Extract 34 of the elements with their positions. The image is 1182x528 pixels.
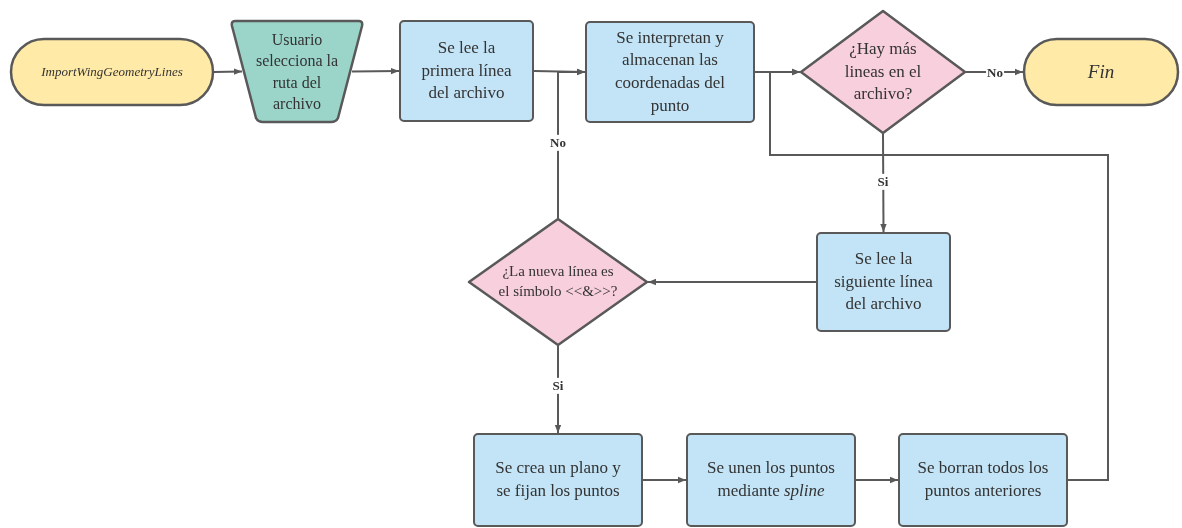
arrow xyxy=(351,67,400,75)
arrow xyxy=(855,476,899,484)
terminal-shape xyxy=(1023,38,1179,106)
arrow xyxy=(557,68,586,219)
process-box xyxy=(585,21,755,123)
decision-diamond xyxy=(468,218,648,346)
node-text: Se lee la primera línea del archivo xyxy=(420,37,513,105)
arrow xyxy=(769,68,1109,481)
node-text: Se borran todos los puntos anteriores xyxy=(916,457,1050,502)
process-box xyxy=(898,433,1068,527)
node-text: Se unen los puntos mediante spline xyxy=(706,457,836,502)
edge-label: No xyxy=(549,134,567,152)
node-text: Usuario selecciona la ruta del archivo xyxy=(254,29,340,114)
node-text: Se lee la siguiente línea del archivo xyxy=(833,248,934,316)
arrow xyxy=(880,133,887,233)
edge-label: Si xyxy=(876,173,890,191)
process-box xyxy=(473,433,643,527)
node-text: ¿La nueva línea es el símbolo <<&>>? xyxy=(498,262,618,301)
node-text: ImportWingGeometryLines xyxy=(41,63,183,81)
node-text: Se interpretan y almacenan las coordenadas del punto xyxy=(614,26,726,117)
arrow xyxy=(554,345,562,434)
arrow xyxy=(642,476,687,484)
process-box xyxy=(816,232,951,332)
process-box xyxy=(686,433,856,527)
arrow xyxy=(213,68,243,75)
arrow xyxy=(647,278,817,286)
decision-diamond xyxy=(800,10,966,134)
node-text: Se crea un plano y se fijan los puntos xyxy=(494,457,622,502)
node-text: Fin xyxy=(1087,60,1115,85)
input-trapezoid xyxy=(230,20,364,123)
terminal-shape xyxy=(10,38,214,106)
node-text: ¿Hay más lineas en el archivo? xyxy=(843,38,923,106)
process-box xyxy=(399,20,534,122)
edge-label: Si xyxy=(551,377,565,395)
